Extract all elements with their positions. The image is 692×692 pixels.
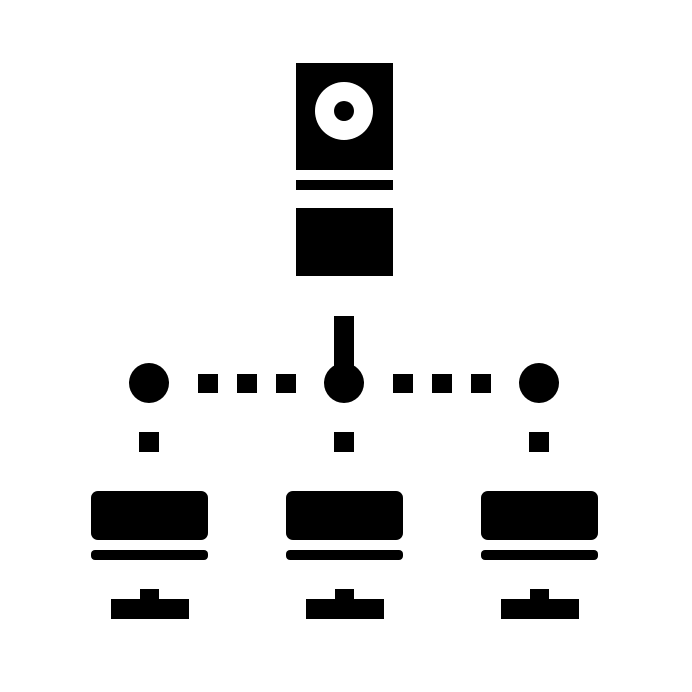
drop-dot-left (139, 432, 159, 452)
network-node-right (519, 363, 559, 403)
dotted-link-left (198, 374, 296, 393)
desktop-computer-icon (481, 491, 598, 619)
desktop-computer-icon (91, 491, 208, 619)
network-node-left (129, 363, 169, 403)
server-connector-line (334, 316, 354, 376)
dotted-link-right (393, 374, 491, 393)
network-node-center (324, 363, 364, 403)
desktop-computer-icon (286, 491, 403, 619)
server-tower-icon (296, 63, 393, 276)
drop-dot-center (334, 432, 354, 452)
drop-dot-right (529, 432, 549, 452)
